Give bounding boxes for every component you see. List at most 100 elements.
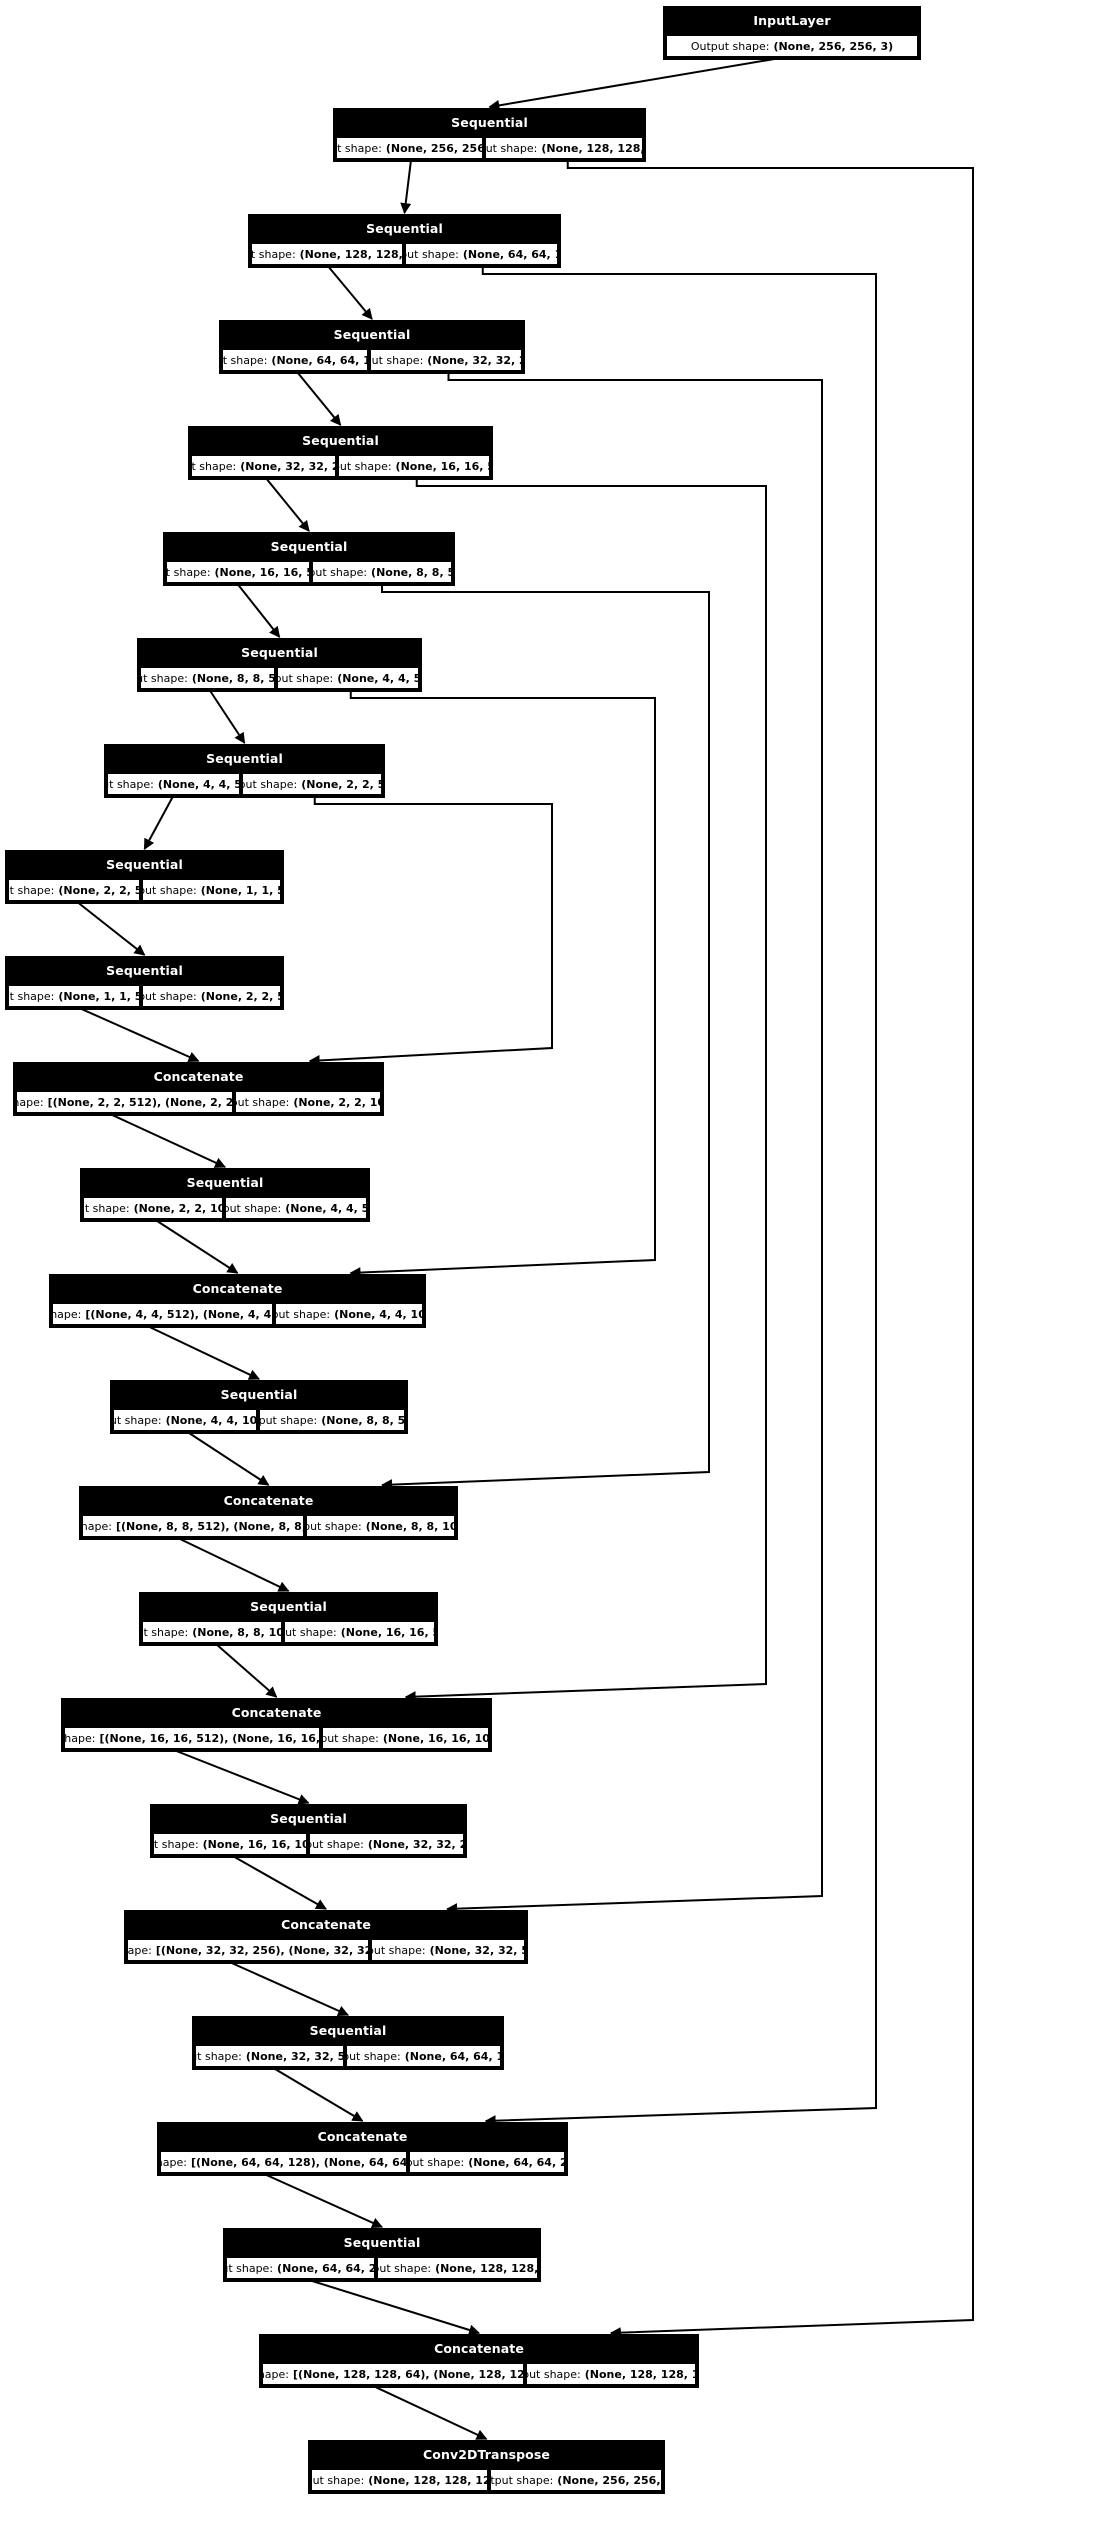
output-shape-label: Output shape: <box>236 1095 290 1109</box>
layer-node-concat6[interactable]: ConcatenateInput shape:[(None, 64, 64, 1… <box>157 2122 568 2176</box>
edge <box>259 2171 384 2228</box>
input-shape-value: (None, 4, 4, 512) <box>157 777 242 791</box>
edge <box>105 1111 226 1168</box>
layer-node-concat2[interactable]: ConcatenateInput shape:[(None, 4, 4, 512… <box>49 1274 426 1328</box>
layer-node-down5[interactable]: SequentialInput shape:(None, 16, 16, 512… <box>163 532 455 586</box>
output-shape-value: (None, 1, 1, 512) <box>200 883 280 897</box>
output-shape-cell: Output shape:(None, 8, 8, 1024) <box>304 1514 456 1538</box>
layer-node-down3[interactable]: SequentialInput shape:(None, 64, 64, 128… <box>219 320 525 374</box>
output-shape-value: (None, 128, 128, 64) <box>541 141 644 155</box>
edge <box>404 476 767 1703</box>
edge <box>400 157 413 215</box>
layer-node-shapes: Input shape:[(None, 32, 32, 256), (None,… <box>126 1938 526 1962</box>
layer-node-title: InputLayer <box>665 8 919 34</box>
input-shape-label: Input shape: <box>108 777 154 791</box>
input-shape-label: Input shape: <box>191 459 237 473</box>
input-shape-value: (None, 64, 64, 128) <box>271 353 366 367</box>
edge <box>151 1217 239 1274</box>
edge <box>488 55 793 111</box>
input-shape-value: (None, 32, 32, 256) <box>240 459 335 473</box>
layer-node-title: Sequential <box>335 110 644 136</box>
input-shape-value: (None, 16, 16, 512) <box>214 565 309 579</box>
edge <box>566 158 974 2339</box>
layer-node-output_layer[interactable]: Conv2DTransposeInput shape:(None, 128, 1… <box>308 2440 665 2494</box>
output-shape-cell: Output shape:(None, 4, 4, 1024) <box>273 1302 424 1326</box>
input-shape-cell: Input shape:[(None, 128, 128, 64), (None… <box>261 2362 525 2386</box>
input-shape-label: Input shape: <box>161 2155 187 2169</box>
layer-node-concat1[interactable]: ConcatenateInput shape:[(None, 2, 2, 512… <box>13 1062 384 1116</box>
layer-node-down4[interactable]: SequentialInput shape:(None, 32, 32, 256… <box>188 426 493 480</box>
input-shape-value: (None, 256, 256, 3) <box>385 141 482 155</box>
output-shape-cell: Output shape:(None, 16, 16, 1024) <box>320 1726 490 1750</box>
output-shape-value: (None, 128, 128, 128) <box>584 2367 695 2381</box>
output-shape-label: Output shape: <box>224 1201 282 1215</box>
output-shape-label: Output shape: <box>143 989 197 1003</box>
layer-node-shapes: Output shape:(None, 256, 256, 3) <box>665 34 919 58</box>
layer-node-up6[interactable]: SequentialInput shape:(None, 32, 32, 512… <box>192 2016 504 2070</box>
output-shape-cell: Output shape:(None, 2, 2, 512) <box>241 772 383 796</box>
output-shape-cell: Output shape:(None, 1, 1, 512) <box>141 878 282 902</box>
layer-node-up2[interactable]: SequentialInput shape:(None, 2, 2, 1024)… <box>80 1168 370 1222</box>
layer-node-shapes: Input shape:(None, 32, 32, 512)Output sh… <box>194 2044 502 2068</box>
input-shape-value: [(None, 2, 2, 512), (None, 2, 2, 512)] <box>47 1095 234 1109</box>
input-shape-cell: Input shape:(None, 128, 128, 64) <box>250 242 404 266</box>
layer-node-title: Concatenate <box>126 1912 526 1938</box>
input-shape-label: Input shape: <box>84 1201 130 1215</box>
output-shape-value: (None, 2, 2, 512) <box>200 989 280 1003</box>
input-shape-cell: Input shape:(None, 128, 128, 128) <box>310 2468 489 2492</box>
layer-node-title: Conv2DTranspose <box>310 2442 663 2468</box>
layer-node-down1[interactable]: SequentialInput shape:(None, 256, 256, 3… <box>333 108 646 162</box>
edge <box>308 794 553 1066</box>
input-shape-value: (None, 4, 4, 1024) <box>165 1413 258 1427</box>
output-shape-value: (None, 8, 8, 1024) <box>365 1519 456 1533</box>
layer-node-concat4[interactable]: ConcatenateInput shape:[(None, 16, 16, 5… <box>61 1698 492 1752</box>
layer-node-up1[interactable]: SequentialInput shape:(None, 1, 1, 512)O… <box>5 956 284 1010</box>
input-shape-cell: Input shape:(None, 16, 16, 1024) <box>152 1832 308 1856</box>
layer-node-down6[interactable]: SequentialInput shape:(None, 8, 8, 512)O… <box>137 638 422 692</box>
layer-node-concat7[interactable]: ConcatenateInput shape:[(None, 128, 128,… <box>259 2334 699 2388</box>
input-shape-cell: Input shape:[(None, 2, 2, 512), (None, 2… <box>15 1090 235 1114</box>
output-shape-value: (None, 64, 64, 128) <box>462 247 557 261</box>
layer-node-title: Sequential <box>112 1382 406 1408</box>
input-shape-label: Input shape: <box>263 2367 290 2381</box>
output-shape-label: Output shape: <box>347 2049 401 2063</box>
output-shape-cell: Output shape:(None, 8, 8, 512) <box>310 560 453 584</box>
output-shape-label: Output shape: <box>310 1837 364 1851</box>
layer-node-down2[interactable]: SequentialInput shape:(None, 128, 128, 6… <box>248 214 561 268</box>
layer-node-down8[interactable]: SequentialInput shape:(None, 2, 2, 512)O… <box>5 850 284 904</box>
output-shape-cell: Output shape:(None, 16, 16, 512) <box>282 1620 436 1644</box>
layer-node-shapes: Input shape:(None, 128, 128, 64)Output s… <box>250 242 559 266</box>
edge <box>224 1959 350 2016</box>
layer-node-up4[interactable]: SequentialInput shape:(None, 8, 8, 1024)… <box>139 1592 438 1646</box>
input-shape-value: [(None, 16, 16, 512), (None, 16, 16, 512… <box>99 1731 321 1745</box>
layer-node-title: Concatenate <box>15 1064 382 1090</box>
layer-node-shapes: Input shape:[(None, 8, 8, 512), (None, 8… <box>81 1514 456 1538</box>
output-shape-label: Output shape: <box>339 459 392 473</box>
input-shape-label: Input shape: <box>127 1943 152 1957</box>
layer-node-concat5[interactable]: ConcatenateInput shape:[(None, 32, 32, 2… <box>124 1910 528 1964</box>
layer-node-title: Sequential <box>7 852 282 878</box>
edge <box>269 2065 364 2122</box>
layer-node-up7[interactable]: SequentialInput shape:(None, 64, 64, 256… <box>223 2228 541 2282</box>
input-shape-cell: Input shape:(None, 256, 256, 3) <box>335 136 484 160</box>
layer-node-title: Concatenate <box>51 1276 424 1302</box>
input-shape-cell: Input shape:[(None, 8, 8, 512), (None, 8… <box>81 1514 305 1538</box>
input-shape-label: Input shape: <box>196 2049 242 2063</box>
input-shape-value: (None, 128, 128, 64) <box>299 247 403 261</box>
output-shape-label: Output shape: <box>371 353 424 367</box>
output-shape-label: Output shape: <box>307 1519 362 1533</box>
layer-node-up5[interactable]: SequentialInput shape:(None, 16, 16, 102… <box>150 1804 467 1858</box>
output-shape-cell: Output shape:(None, 2, 2, 512) <box>141 984 282 1008</box>
output-shape-cell: Output shape:(None, 32, 32, 512) <box>370 1938 526 1962</box>
layer-node-up3[interactable]: SequentialInput shape:(None, 4, 4, 1024)… <box>110 1380 408 1434</box>
layer-node-title: Concatenate <box>261 2336 697 2362</box>
output-shape-cell: Output shape:(None, 128, 128, 64) <box>483 136 644 160</box>
input-shape-value: [(None, 4, 4, 512), (None, 4, 4, 512)] <box>85 1307 272 1321</box>
layer-node-concat3[interactable]: ConcatenateInput shape:[(None, 8, 8, 512… <box>79 1486 458 1540</box>
input-shape-cell: Input shape:(None, 8, 8, 512) <box>139 666 277 690</box>
layer-node-down7[interactable]: SequentialInput shape:(None, 4, 4, 512)O… <box>104 744 385 798</box>
layer-node-title: Sequential <box>82 1170 368 1196</box>
layer-node-shapes: Input shape:(None, 64, 64, 256)Output sh… <box>225 2256 539 2280</box>
layer-node-shapes: Input shape:(None, 4, 4, 1024)Output sha… <box>112 1408 406 1432</box>
